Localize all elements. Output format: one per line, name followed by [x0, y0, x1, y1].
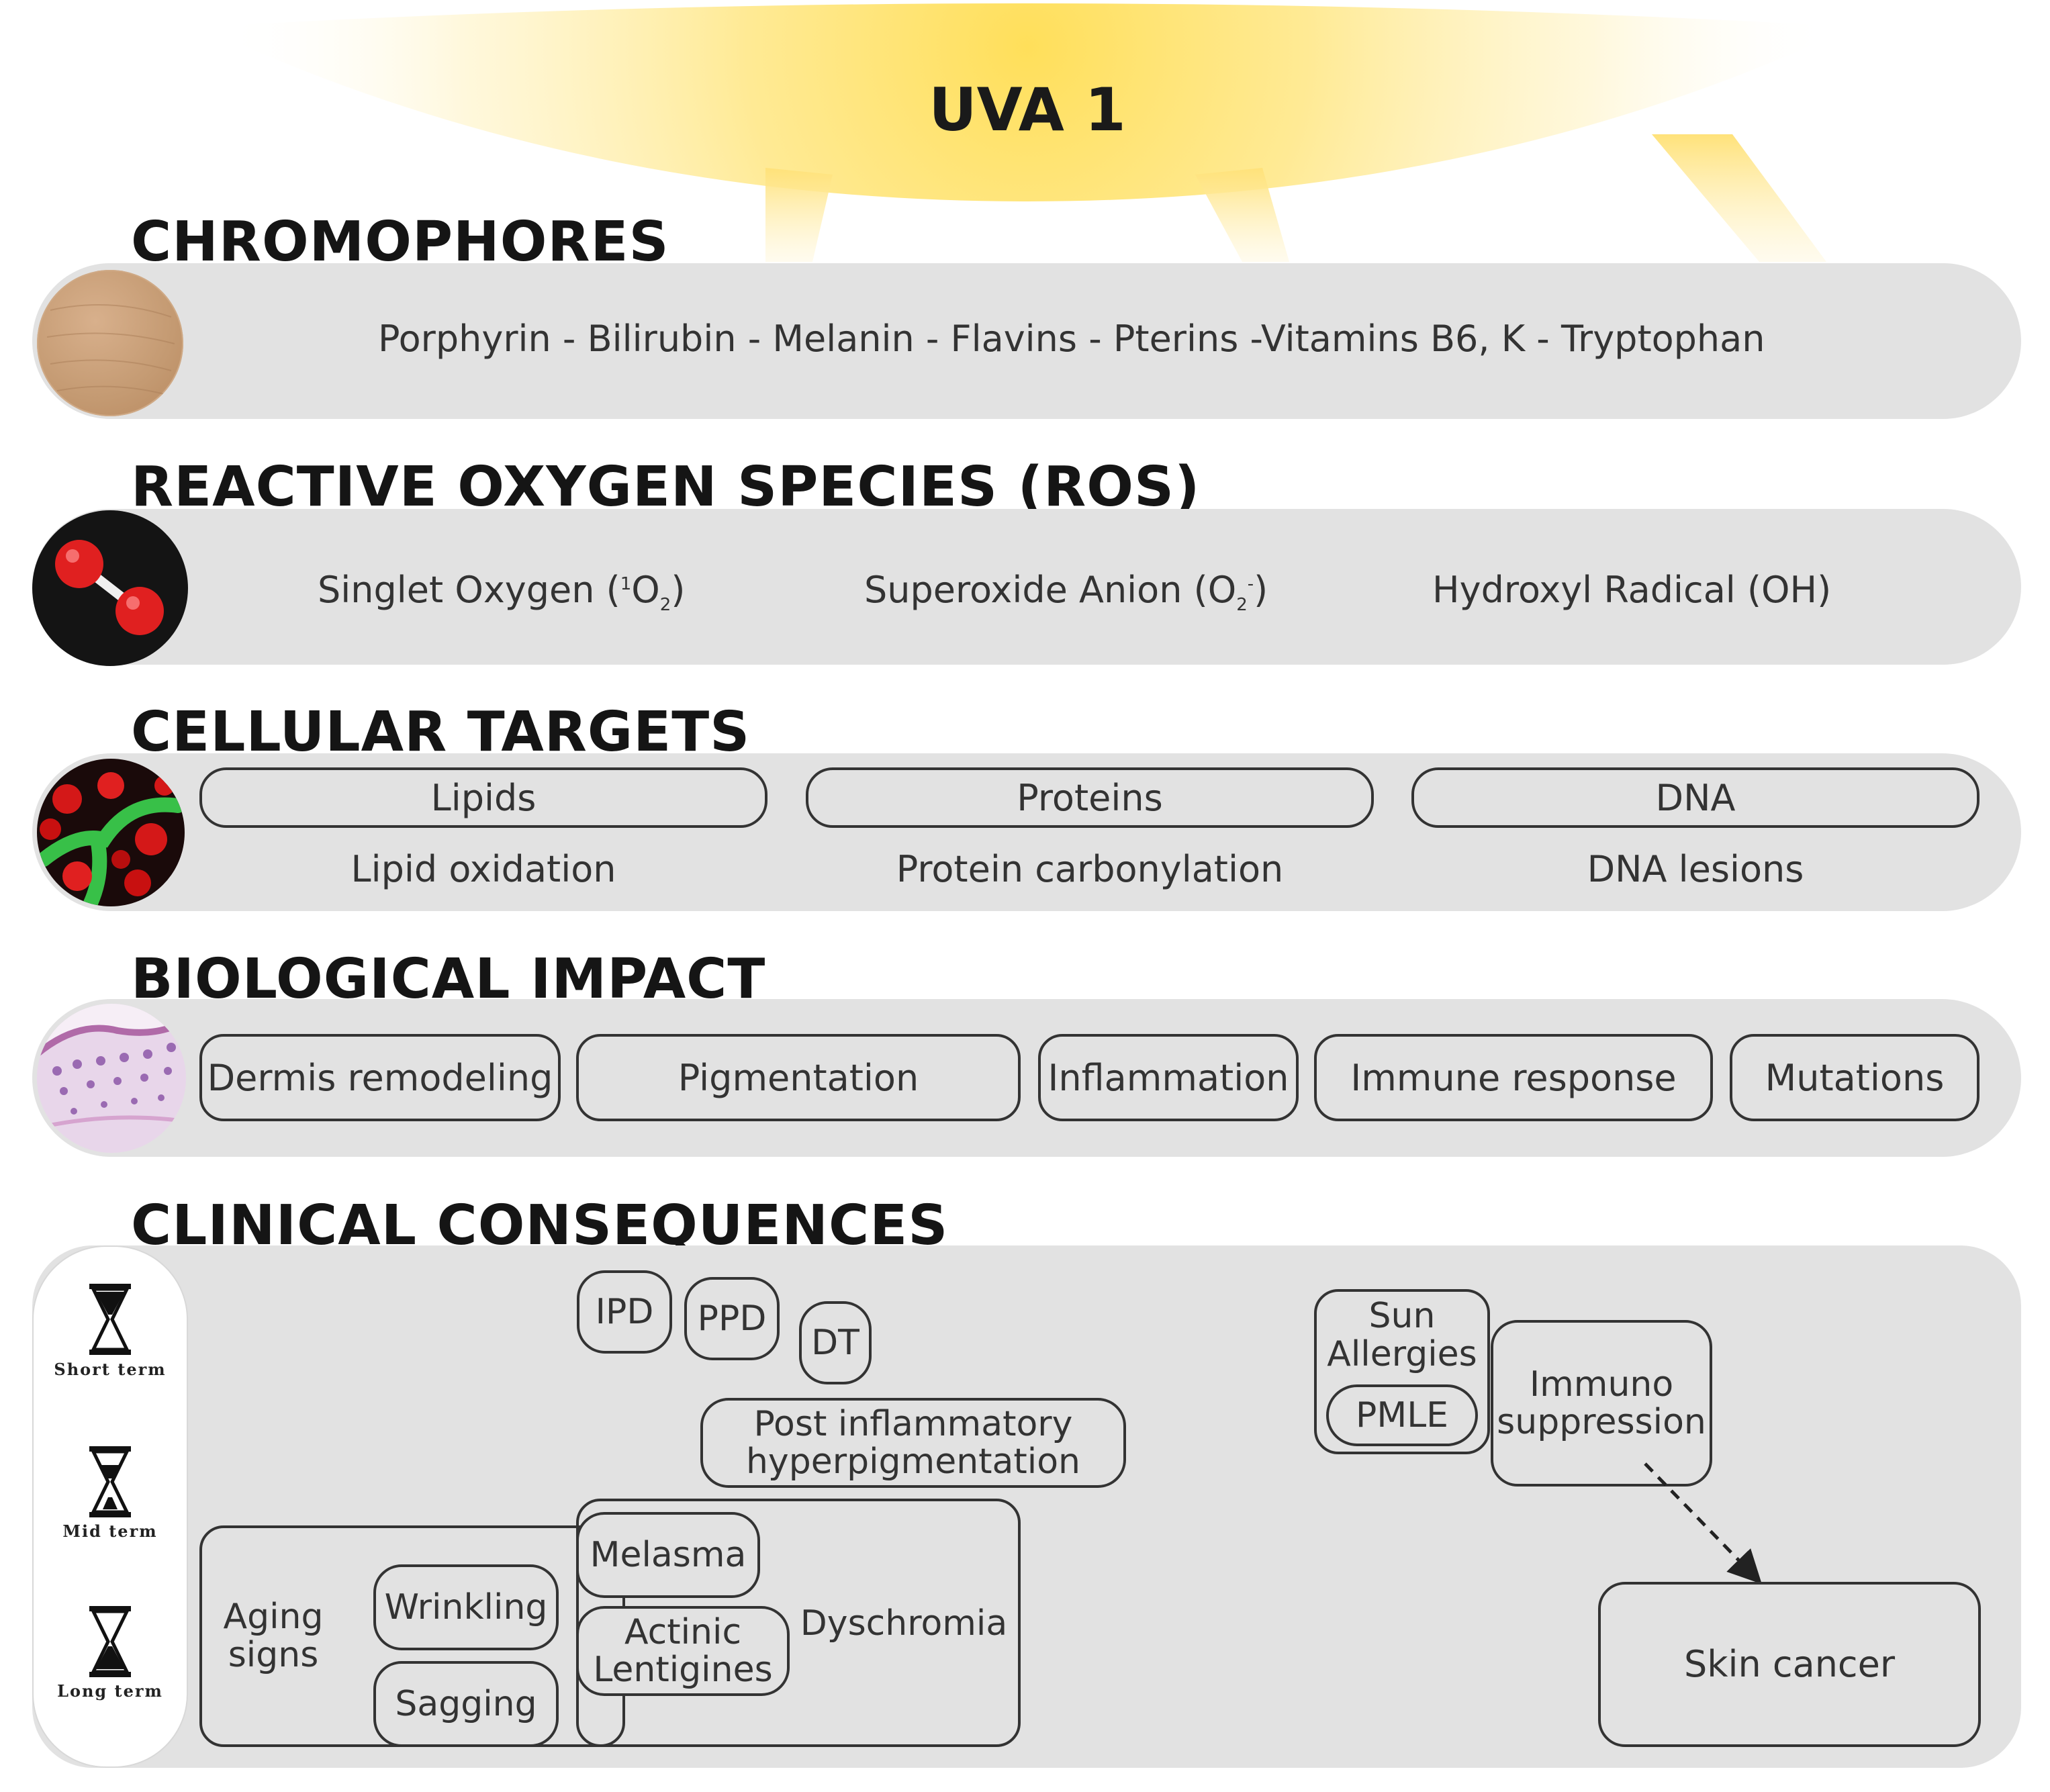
sun-glow	[201, 3, 1853, 262]
consequence-dt: DT	[799, 1301, 872, 1384]
skin-texture-icon	[37, 270, 183, 416]
ros-heading: REACTIVE OXYGEN SPECIES (ROS)	[131, 455, 1201, 519]
consequence-immuno-suppression: Immuno suppression	[1491, 1320, 1712, 1487]
consequence-wrinkling: Wrinkling	[373, 1564, 559, 1650]
consequence-dyschromia: Dyschromia	[800, 1603, 1008, 1644]
consequence-aging-signs: Aging signs	[223, 1597, 324, 1676]
impact-immune-response: Immune response	[1314, 1034, 1713, 1121]
impact-inflammation: Inflammation	[1038, 1034, 1299, 1121]
consequence-pmle: PMLE	[1326, 1384, 1478, 1446]
effect-dna-lesions: DNA lesions	[1587, 848, 1804, 890]
impact-pigmentation: Pigmentation	[576, 1034, 1021, 1121]
clinical-consequences-heading: CLINICAL CONSEQUENCES	[131, 1194, 949, 1258]
chromophores-band	[32, 263, 2021, 419]
sun-ray	[765, 168, 833, 262]
arrow-icon	[1644, 1462, 1762, 1585]
oxygen-molecule-icon	[32, 510, 188, 666]
consequence-ipd: IPD	[577, 1270, 672, 1354]
impact-mutations: Mutations	[1730, 1034, 1979, 1121]
timeline-short-term: Short term	[54, 1360, 167, 1379]
ros-superoxide-anion: Superoxide Anion (O2-)	[864, 569, 1268, 615]
consequence-post-inflammatory-hyperpigmentation: Post inflammatory hyperpigmentation	[700, 1398, 1126, 1488]
chromophores-heading: CHROMOPHORES	[131, 210, 669, 274]
consequence-actinic-lentigines: Actinic Lentigines	[576, 1606, 790, 1696]
timeline-mid-term: Mid term	[62, 1521, 158, 1541]
consequence-skin-cancer: Skin cancer	[1598, 1582, 1981, 1747]
effect-protein-carbonylation: Protein carbonylation	[896, 848, 1284, 890]
sun-ray	[1652, 134, 1826, 262]
page-title: UVA 1	[929, 75, 1126, 144]
cellular-targets-heading: CELLULAR TARGETS	[131, 700, 751, 764]
consequence-ppd: PPD	[684, 1277, 780, 1360]
ros-band	[32, 509, 2021, 665]
skin-histology-icon	[37, 1004, 186, 1153]
consequence-sagging: Sagging	[373, 1661, 559, 1747]
sun-allergies-group	[1314, 1289, 1490, 1454]
dyschromia-group	[576, 1499, 1021, 1747]
sun-body	[201, 3, 1853, 201]
hourglass-icon	[89, 1606, 131, 1677]
impact-dermis-remodeling: Dermis remodeling	[199, 1034, 561, 1121]
effect-lipid-oxidation: Lipid oxidation	[351, 848, 616, 890]
hourglass-icon	[89, 1446, 131, 1517]
chromophores-list: Porphyrin - Bilirubin - Melanin - Flavin…	[378, 318, 1765, 360]
timeline-long-term: Long term	[57, 1681, 163, 1701]
consequence-sun-allergies: Sun Allergies	[1327, 1296, 1477, 1375]
target-dna: DNA	[1411, 767, 1979, 828]
ros-singlet-oxygen: Singlet Oxygen (1O2)	[318, 569, 686, 615]
hourglass-icon	[89, 1284, 131, 1355]
cells-microscopy-icon	[37, 759, 185, 906]
consequence-melasma: Melasma	[576, 1512, 760, 1598]
ros-hydroxyl-radical: Hydroxyl Radical (OH)	[1432, 569, 1832, 611]
target-proteins: Proteins	[806, 767, 1374, 828]
biological-impact-heading: BIOLOGICAL IMPACT	[131, 947, 766, 1011]
sun-ray	[1195, 168, 1289, 262]
target-lipids: Lipids	[199, 767, 767, 828]
